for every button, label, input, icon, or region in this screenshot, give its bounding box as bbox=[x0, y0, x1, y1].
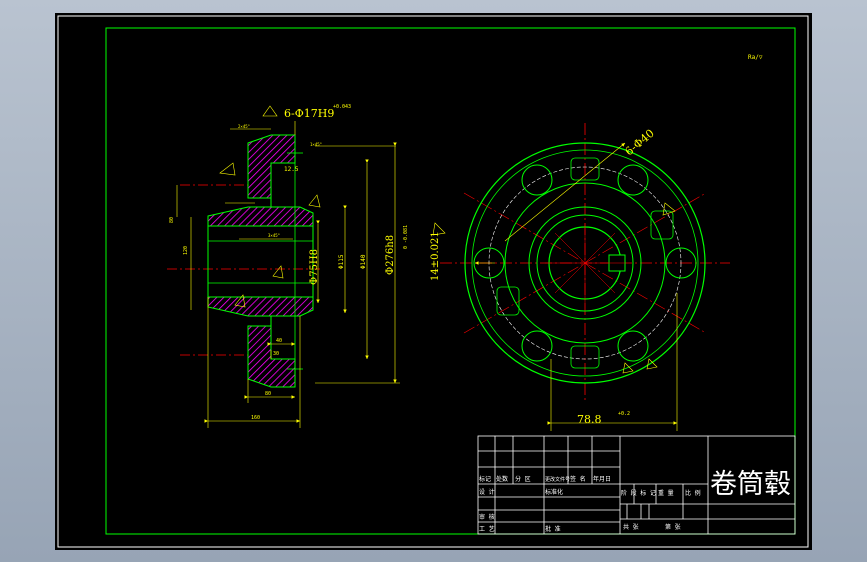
dim-len-160: 160 bbox=[251, 415, 260, 421]
dim-h-120: 120 bbox=[183, 246, 189, 255]
hub-step bbox=[528, 206, 642, 320]
dim-276-tol: 0 -0.081 bbox=[403, 225, 409, 249]
dim-bolt-holes: 6-Φ40 bbox=[623, 127, 657, 159]
dim-keyway-tol: +0.043 bbox=[333, 104, 351, 110]
outer-rim bbox=[464, 142, 706, 384]
chamfer-label-2: 1×45° bbox=[310, 142, 322, 147]
dim-len-80: 80 bbox=[265, 391, 271, 397]
dim-12-5: 12.5 bbox=[284, 166, 299, 173]
hub-upper-section bbox=[207, 206, 314, 227]
dim-14: 14±0.021 bbox=[430, 231, 441, 281]
dim-len-30: 30 bbox=[273, 351, 279, 357]
chamfer-label-1: 2×45° bbox=[238, 124, 250, 129]
title-block-text: 标记 处数 分 区 更改文件号 签 名 年月日 设 计 标准化 阶 段 标 记 … bbox=[479, 469, 791, 533]
drawing-canvas: Ra/▽ bbox=[57, 15, 809, 548]
flange-upper-section bbox=[247, 134, 296, 199]
hdr-date: 年月日 bbox=[593, 475, 611, 483]
dim-len-40: 40 bbox=[276, 338, 282, 344]
dim-78-8-tol: +0.2 bbox=[618, 411, 630, 417]
cad-viewport[interactable]: Ra/▽ bbox=[55, 13, 812, 550]
hub-inner bbox=[536, 214, 634, 312]
hdr-doc: 更改文件号 bbox=[545, 476, 570, 483]
dim-140: Φ140 bbox=[360, 254, 367, 269]
hdr-mark: 标记 bbox=[479, 475, 491, 483]
hub-outer bbox=[504, 182, 666, 344]
part-name: 卷筒毂 bbox=[710, 469, 791, 500]
stage-label: 阶 段 标 记 bbox=[621, 489, 656, 497]
standard-label: 标准化 bbox=[545, 488, 563, 496]
sheet-number: 第 张 bbox=[665, 523, 681, 531]
roughness-mark: Ra/▽ bbox=[748, 54, 763, 61]
front-view: 6-Φ40 78.8 +0.2 bbox=[432, 123, 730, 431]
dim-keyway: 6-Φ17H9 bbox=[284, 107, 334, 120]
hub-lower-section bbox=[207, 296, 314, 317]
hdr-count: 处数 bbox=[496, 475, 508, 483]
chamfer-label-3: 3×45° bbox=[268, 233, 280, 238]
flange-lower-section bbox=[247, 325, 296, 388]
dim-115: Φ115 bbox=[338, 254, 345, 269]
dim-78-8: 78.8 bbox=[577, 413, 602, 426]
title-block bbox=[477, 435, 796, 535]
design-label: 设 计 bbox=[479, 488, 495, 496]
dim-75: Φ75H8 bbox=[309, 249, 320, 285]
bolt-holes bbox=[473, 164, 697, 362]
outer-rim-inner bbox=[471, 149, 699, 377]
section-view: 6-Φ17H9 +0.043 12.5 2×45° 1×45° 3×45° 80… bbox=[167, 104, 441, 428]
outer-frame bbox=[57, 15, 809, 548]
inner-frame bbox=[105, 27, 796, 535]
dim-h-80: 80 bbox=[169, 217, 175, 223]
dim-276: Φ276h8 bbox=[385, 235, 396, 275]
hdr-zone: 分 区 bbox=[515, 475, 531, 483]
total-sheets: 共 张 bbox=[623, 523, 639, 531]
scale-label: 比 例 bbox=[685, 489, 701, 497]
approve-label: 批 准 bbox=[545, 525, 561, 533]
review-label: 审 核 bbox=[479, 513, 495, 521]
hdr-sign: 签 名 bbox=[570, 475, 586, 483]
weight-label: 重 量 bbox=[658, 489, 674, 497]
process-label: 工 艺 bbox=[479, 525, 495, 533]
